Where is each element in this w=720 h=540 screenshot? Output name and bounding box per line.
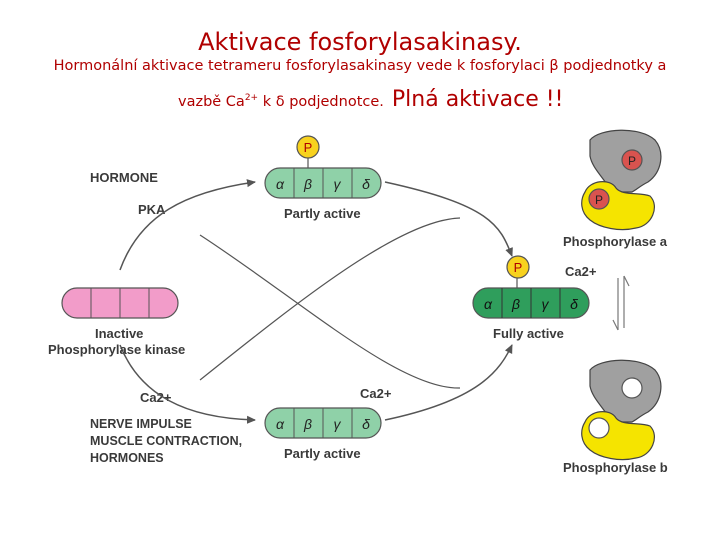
phosphorylase-a-p2-label: P [595,193,603,207]
arrow-to-partly-top [119,179,256,271]
fully-subunit-alpha: α [484,296,493,312]
phosphate-top [296,135,320,159]
partly-active-bottom-label: Partly active [284,446,361,461]
inactive-label-2: Phosphorylase kinase [48,342,185,357]
label-stimulus-1: NERVE IMPULSE [90,417,192,431]
phosphorylase-b-site-1 [621,377,643,399]
phosphate-fully [506,255,530,279]
partly-active-bottom [264,407,382,439]
label-stimulus-3: HORMONES [90,451,164,465]
inactive-label-1: Inactive [95,326,143,341]
phosphate-top-label: P [304,140,313,155]
phosphorylase-a-label: Phosphorylase a [563,234,668,249]
bottom-subunit-gamma: γ [334,416,342,432]
fully-subunit-beta: β [511,296,520,312]
label-pka: PKA [138,202,166,217]
subtitle-line-2-suffix: k δ podjednotce. [258,94,384,110]
top-subunit-gamma: γ [334,176,342,192]
subtitle-line-2: vazbě Ca2+ k δ podjednotce. Plná aktivace… [178,87,563,112]
phosphorylase-a-structure [581,129,662,231]
subtitle-line-2-sup: 2+ [244,93,259,104]
bottom-subunit-alpha: α [276,416,285,432]
top-subunit-alpha: α [276,176,285,192]
subtitle-emphasis: Plná aktivace !! [391,87,564,112]
phosphorylase-b-structure [581,359,662,461]
top-subunit-delta: δ [362,176,370,192]
phosphorylase-b-label: Phosphorylase b [563,460,668,475]
top-subunit-beta: β [303,176,312,192]
arrow-top-to-fully [384,181,513,257]
subtitle-line-2-prefix: vazbě Ca [178,94,245,110]
subtitle-line-1: Hormonální aktivace tetrameru fosforylas… [53,58,667,74]
phosphorylase-a-p1-label: P [628,154,636,168]
inactive-kinase [61,287,179,319]
label-stimulus-2: MUSCLE CONTRACTION, [90,434,242,448]
fully-active-label: Fully active [493,326,564,341]
label-ca-left: Ca2+ [140,390,172,405]
phosphorylase-b-site-2 [588,417,610,439]
bottom-subunit-beta: β [303,416,312,432]
partly-active-top-label: Partly active [284,206,361,221]
equilibrium-arrows [612,275,630,331]
fully-subunit-delta: δ [570,296,578,312]
label-hormone: HORMONE [90,170,158,185]
bottom-subunit-delta: δ [362,416,370,432]
arrow-to-partly-bottom [119,344,256,424]
phosphorylase-a-phosphate-1 [621,149,643,171]
fully-subunit-gamma: γ [542,296,550,312]
phosphate-fully-label: P [514,260,523,275]
crossing-curve-2 [199,234,461,389]
ca-fully-label: Ca2+ [565,264,597,279]
partly-active-top [264,158,382,199]
arrow-bottom-to-fully [384,344,513,421]
phosphorylase-a-phosphate-2 [588,188,610,210]
crossing-curve-1 [199,217,461,381]
fully-active-kinase [472,278,590,319]
page-title: Aktivace fosforylasakinasy. [198,28,522,56]
ca-bottom-label: Ca2+ [360,386,392,401]
